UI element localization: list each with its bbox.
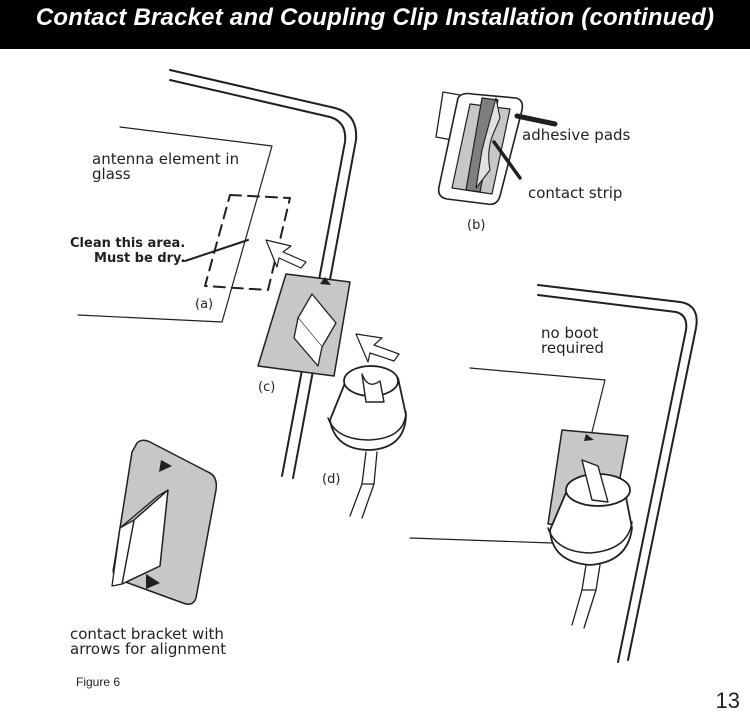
- installation-figure: [77, 69, 698, 663]
- page-header: Contact Bracket and Coupling Clip Instal…: [0, 0, 750, 49]
- glass-edge-left: [169, 69, 358, 479]
- page-number: 13: [715, 688, 740, 713]
- clean-area-outline: [204, 194, 291, 291]
- label-contact-bracket: contact bracket with arrows for alignmen…: [70, 625, 227, 658]
- bracket-back-b: [435, 91, 558, 206]
- page-title: Contact Bracket and Coupling Clip Instal…: [35, 3, 715, 31]
- label-b: (b): [467, 218, 486, 233]
- coupling-clip-d: [327, 365, 407, 519]
- label-c: (c): [258, 380, 276, 395]
- installed-assembly: [547, 429, 633, 629]
- figure-caption: Figure 6: [76, 675, 121, 689]
- arrow-d: [355, 333, 400, 363]
- label-clean-area: Clean this area. Must be dry.: [70, 236, 186, 266]
- label-adhesive-pads: adhesive pads: [522, 126, 631, 144]
- label-antenna-element: antenna element in glass: [92, 150, 240, 183]
- antenna-element-line: [77, 126, 273, 323]
- label-a: (a): [195, 297, 214, 312]
- bracket-large: [111, 439, 218, 605]
- label-no-boot: no boot required: [541, 324, 604, 357]
- label-contact-strip: contact strip: [528, 184, 623, 202]
- arrow-a: [265, 239, 307, 269]
- label-d: (d): [322, 472, 341, 487]
- glass-edge-right: [537, 284, 698, 661]
